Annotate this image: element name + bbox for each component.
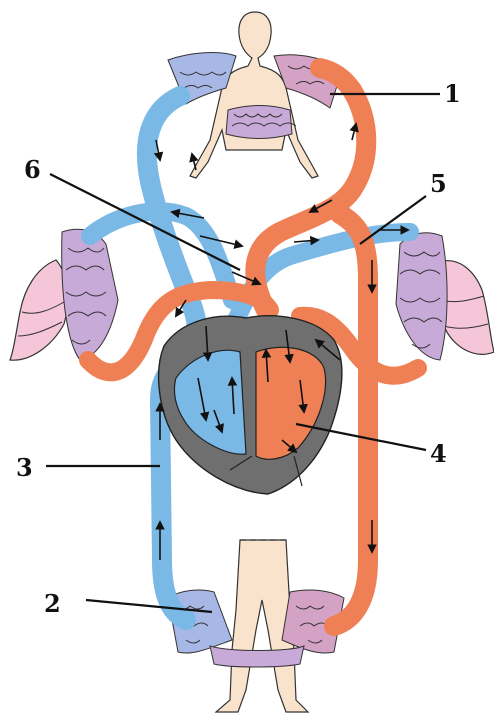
label-1: 1 [444,79,461,108]
left-pulmonary-capillaries [62,229,118,360]
upper-body-figure [190,12,318,178]
left-lung [10,260,68,360]
label-4: 4 [430,439,447,468]
heart [159,316,342,494]
label-5: 5 [430,169,447,198]
label-3: 3 [16,453,33,482]
label-6: 6 [24,155,41,184]
label-2: 2 [44,589,61,618]
right-pulmonary-capillaries [396,233,447,360]
